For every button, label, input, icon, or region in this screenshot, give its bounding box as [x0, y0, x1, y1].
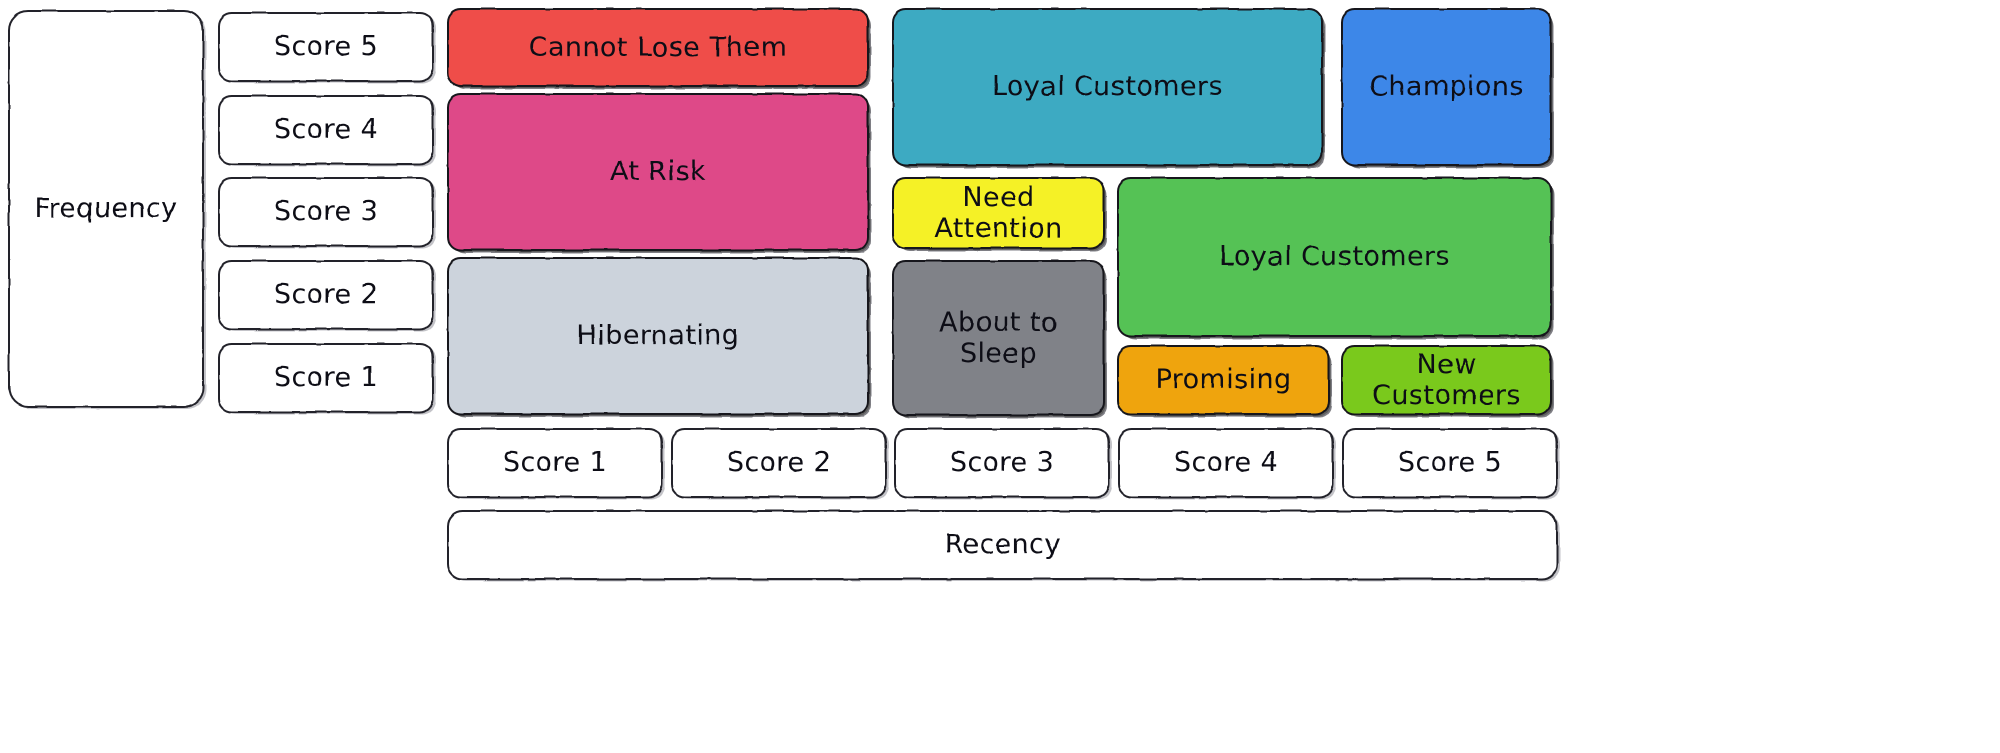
recency-score-label-2: Score 2 [726, 447, 832, 479]
segment-loyal-customers-green[interactable]: Loyal Customers [1117, 177, 1552, 337]
segment-label-loyal-customers-green: Loyal Customers [1219, 241, 1450, 273]
recency-score-label-1: Score 1 [502, 447, 608, 479]
frequency-score-label-4: Score 4 [273, 114, 379, 146]
segment-label-promising: Promising [1155, 364, 1292, 396]
recency-score-label-4: Score 4 [1173, 447, 1279, 479]
segment-champions[interactable]: Champions [1341, 8, 1552, 166]
segment-label-cannot-lose-them: Cannot Lose Them [528, 31, 788, 63]
segment-about-to-sleep[interactable]: About to Sleep [892, 260, 1105, 416]
recency-score-box-2[interactable]: Score 2 [671, 428, 887, 498]
segment-label-need-attention: Need Attention [934, 181, 1063, 244]
segment-cannot-lose-them[interactable]: Cannot Lose Them [447, 8, 869, 87]
segment-loyal-customers-teal[interactable]: Loyal Customers [892, 8, 1323, 166]
segment-label-new-customers: New Customers [1372, 348, 1521, 411]
recency-score-label-3: Score 3 [949, 447, 1055, 479]
axis-label-recency: Recency [447, 510, 1558, 580]
frequency-score-box-2[interactable]: Score 2 [218, 260, 434, 330]
frequency-score-label-5: Score 5 [273, 31, 379, 63]
segment-at-risk[interactable]: At Risk [447, 93, 869, 251]
recency-score-box-5[interactable]: Score 5 [1342, 428, 1558, 498]
recency-score-box-1[interactable]: Score 1 [447, 428, 663, 498]
frequency-score-box-4[interactable]: Score 4 [218, 95, 434, 165]
segment-label-loyal-customers-teal: Loyal Customers [992, 71, 1223, 103]
segment-label-about-to-sleep: About to Sleep [939, 306, 1058, 369]
segment-label-champions: Champions [1369, 71, 1524, 103]
frequency-score-box-1[interactable]: Score 1 [218, 343, 434, 413]
segment-promising[interactable]: Promising [1117, 345, 1330, 415]
axis-label-recency-text: Recency [944, 529, 1061, 561]
frequency-score-label-1: Score 1 [273, 362, 379, 394]
segment-need-attention[interactable]: Need Attention [892, 177, 1105, 249]
segment-new-customers[interactable]: New Customers [1341, 345, 1552, 415]
axis-label-frequency-text: Frequency [34, 193, 178, 225]
recency-score-box-3[interactable]: Score 3 [894, 428, 1110, 498]
frequency-score-box-5[interactable]: Score 5 [218, 12, 434, 82]
frequency-score-box-3[interactable]: Score 3 [218, 177, 434, 247]
segment-hibernating[interactable]: Hibernating [447, 257, 869, 415]
axis-label-frequency: Frequency [8, 10, 204, 408]
recency-score-box-4[interactable]: Score 4 [1118, 428, 1334, 498]
frequency-score-label-3: Score 3 [273, 196, 379, 228]
frequency-score-label-2: Score 2 [273, 279, 379, 311]
segment-label-hibernating: Hibernating [576, 320, 740, 352]
recency-score-label-5: Score 5 [1397, 447, 1503, 479]
segment-label-at-risk: At Risk [610, 156, 706, 188]
